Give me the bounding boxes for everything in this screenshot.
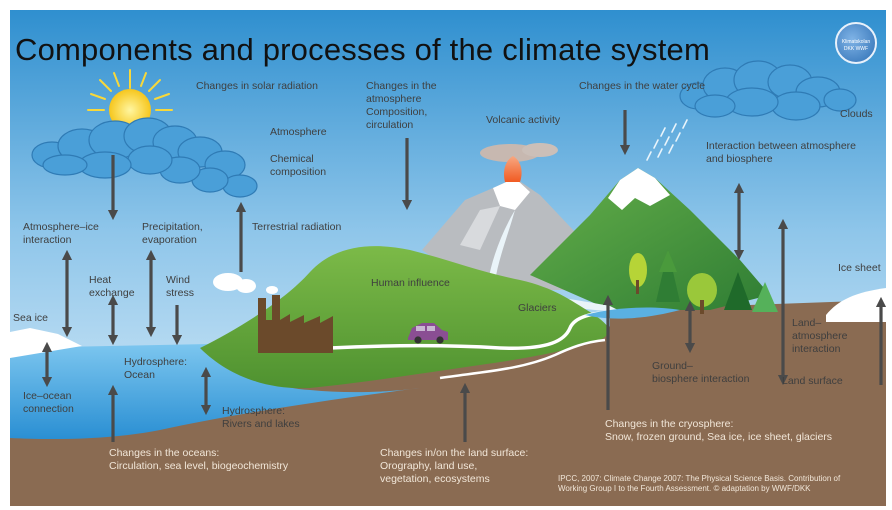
label-ice-sheet: Ice sheet [838,262,881,274]
volcano [422,178,575,290]
label-cryosphere: Changes in the cryosphere: Snow, frozen … [605,418,833,443]
label-atmosphere: Atmosphere [270,126,327,138]
label-terrestrial-radiation: Terrestrial radiation [252,221,342,233]
volcano-plume [480,143,558,182]
label-wind-stress: Wind stress [166,274,195,299]
tree-icons [629,250,778,314]
source-citation: IPCC, 2007: Climate Change 2007: The Phy… [558,474,841,493]
label-hydrosphere-ocean: Hydrosphere: Ocean [124,356,188,381]
factory-icon [213,273,333,353]
label-ground-biosphere: Ground– biosphere interaction [652,360,750,385]
label-volcanic-activity: Volcanic activity [486,114,561,126]
label-solar-radiation: Changes in solar radiation [196,80,318,92]
label-hydrosphere-rivers: Hydrosphere: Rivers and lakes [222,405,300,430]
label-glaciers: Glaciers [518,302,557,314]
process-arrows [41,110,886,442]
label-heat-exchange: Heat exchange [89,274,135,299]
label-chemical-composition: Chemical composition [270,153,327,178]
label-oceans: Changes in the oceans: Circulation, sea … [109,447,289,472]
page-title: Components and processes of the climate … [15,32,710,67]
label-atmosphere-biosphere: Interaction between atmosphere and biosp… [706,140,857,165]
label-human-influence: Human influence [371,277,450,289]
cloud-icon-right [679,60,857,121]
label-water-cycle: Changes in the water cycle [579,80,706,92]
green-mountain [530,168,770,310]
label-sea-ice: Sea ice [13,312,49,324]
label-clouds: Clouds [840,108,873,120]
label-land-surface: Land surface [782,375,843,387]
label-land-surface-changes: Changes in/on the land surface: Orograph… [380,447,529,485]
cloud-icon [31,117,258,198]
organization-logo: Klimatskolan DKK WWF [835,22,877,64]
label-ice-ocean: Ice–ocean connection [23,390,74,415]
river [329,310,621,350]
label-atmosphere-ice: Atmosphere–ice interaction [23,221,99,246]
ice-sheet [826,288,886,322]
label-precipitation: Precipitation, evaporation [142,221,203,246]
climate-illustration [10,10,886,506]
label-atmosphere-changes: Changes in the atmosphere Composition, c… [366,80,437,131]
rain-icon [646,119,688,161]
car-icon [408,323,448,344]
climate-system-slide: Components and processes of the climate … [10,10,886,506]
label-land-atmosphere: Land– atmosphere interaction [792,317,848,355]
